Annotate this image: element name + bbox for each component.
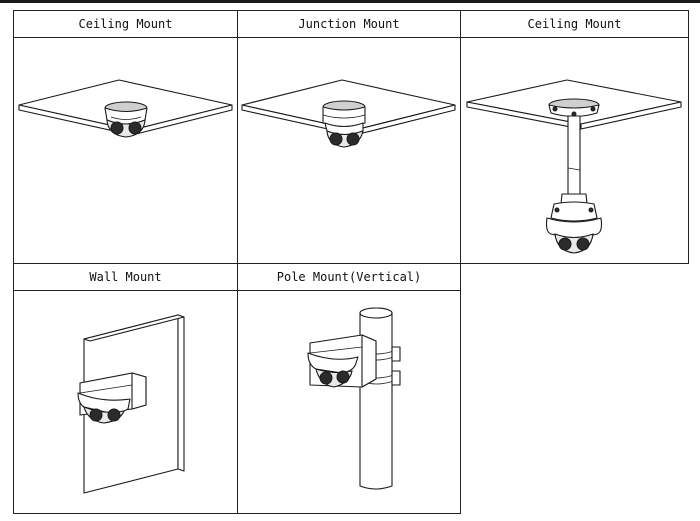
wall-mount-illustration [77, 314, 185, 494]
mount-label-wall: Wall Mount [14, 264, 237, 291]
mount-label-ceiling: Ceiling Mount [14, 11, 237, 38]
mount-cell-pendant: Ceiling Mount [460, 10, 689, 264]
mount-cell-junction: Junction Mount [237, 10, 461, 264]
mount-label-pole: Pole Mount(Vertical) [238, 264, 460, 291]
top-rule [0, 0, 700, 3]
pendant-ceiling-mount-illustration [466, 79, 682, 254]
mount-label-pendant: Ceiling Mount [461, 11, 688, 38]
mount-label-junction: Junction Mount [238, 11, 460, 38]
mount-cell-pole: Pole Mount(Vertical) [237, 263, 461, 514]
ceiling-mount-illustration [18, 79, 233, 138]
pole-mount-illustration [307, 307, 401, 490]
junction-mount-illustration [241, 79, 456, 148]
mount-cell-wall: Wall Mount [13, 263, 238, 514]
mount-cell-ceiling: Ceiling Mount [13, 10, 238, 264]
